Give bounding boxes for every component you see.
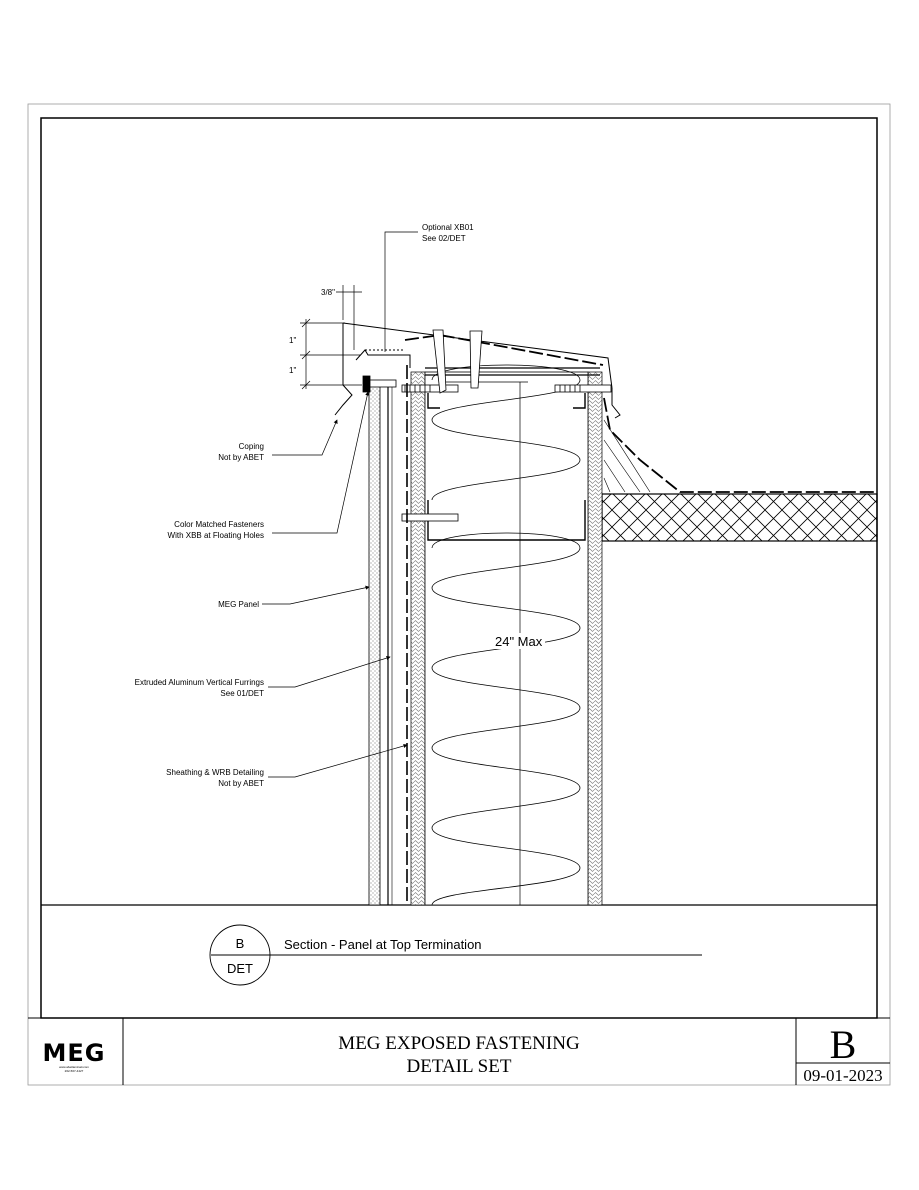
coping-fasteners — [432, 329, 483, 394]
coping-cap — [342, 322, 613, 389]
callout-furrings: Extruded Aluminum Vertical Furrings — [135, 678, 264, 687]
roof-membrane — [603, 397, 877, 493]
callout-coping-note: Not by ABET — [218, 453, 264, 462]
coping-face — [334, 323, 353, 416]
roof-insulation-crosshatch — [601, 493, 878, 542]
dim-3-8: 3/8" — [321, 288, 335, 297]
callout-meg-panel: MEG Panel — [218, 600, 259, 609]
callout-optional-xb01: Optional XB01 — [422, 223, 474, 232]
coping-underlayment — [404, 334, 604, 366]
logo-website: www.abetlaminati.com — [59, 1065, 89, 1069]
cleat — [355, 349, 411, 368]
callout-fasteners-note: With XBB at Floating Holes — [168, 531, 264, 540]
dim-1-upper: 1" — [289, 336, 296, 345]
callout-sheathing: Sheathing & WRB Detailing — [166, 768, 264, 777]
interior-sheathing — [587, 371, 603, 906]
cant-strip-lines — [603, 419, 651, 493]
set-title-line1: MEG EXPOSED FASTENING — [338, 1033, 580, 1054]
detail-tag-title: Section - Panel at Top Termination — [284, 937, 482, 952]
detail-tag-sheet: DET — [227, 961, 253, 976]
meg-logo: MEG — [43, 1039, 106, 1067]
top-track — [425, 367, 600, 376]
meg-panel — [368, 384, 381, 906]
set-date: 09-01-2023 — [803, 1066, 882, 1085]
logo-phone: 262-567-4427 — [65, 1069, 84, 1073]
detail-tag-letter: B — [236, 936, 245, 951]
callout-coping: Coping — [239, 442, 264, 451]
coping-drip-right — [611, 388, 621, 419]
set-letter: B — [830, 1022, 857, 1067]
batt-insulation — [431, 364, 581, 906]
detail-tag: B DET Section - Panel at Top Termination — [209, 924, 702, 986]
callout-fasteners: Color Matched Fasteners — [174, 520, 264, 529]
max-span-label: 24" Max — [495, 634, 543, 649]
sheet-outer-border — [27, 103, 891, 1086]
exterior-sheathing — [410, 371, 426, 906]
wall-screws — [401, 384, 612, 522]
set-title-line2: DETAIL SET — [407, 1056, 512, 1077]
callout-sheathing-note: Not by ABET — [218, 779, 264, 788]
coping-dimensions — [300, 285, 362, 390]
dim-1-lower: 1" — [289, 366, 296, 375]
callout-furrings-ref: See 01/DET — [220, 689, 264, 698]
leader-lines — [262, 231, 418, 778]
callout-optional-xb01-ref: See 02/DET — [422, 234, 466, 243]
